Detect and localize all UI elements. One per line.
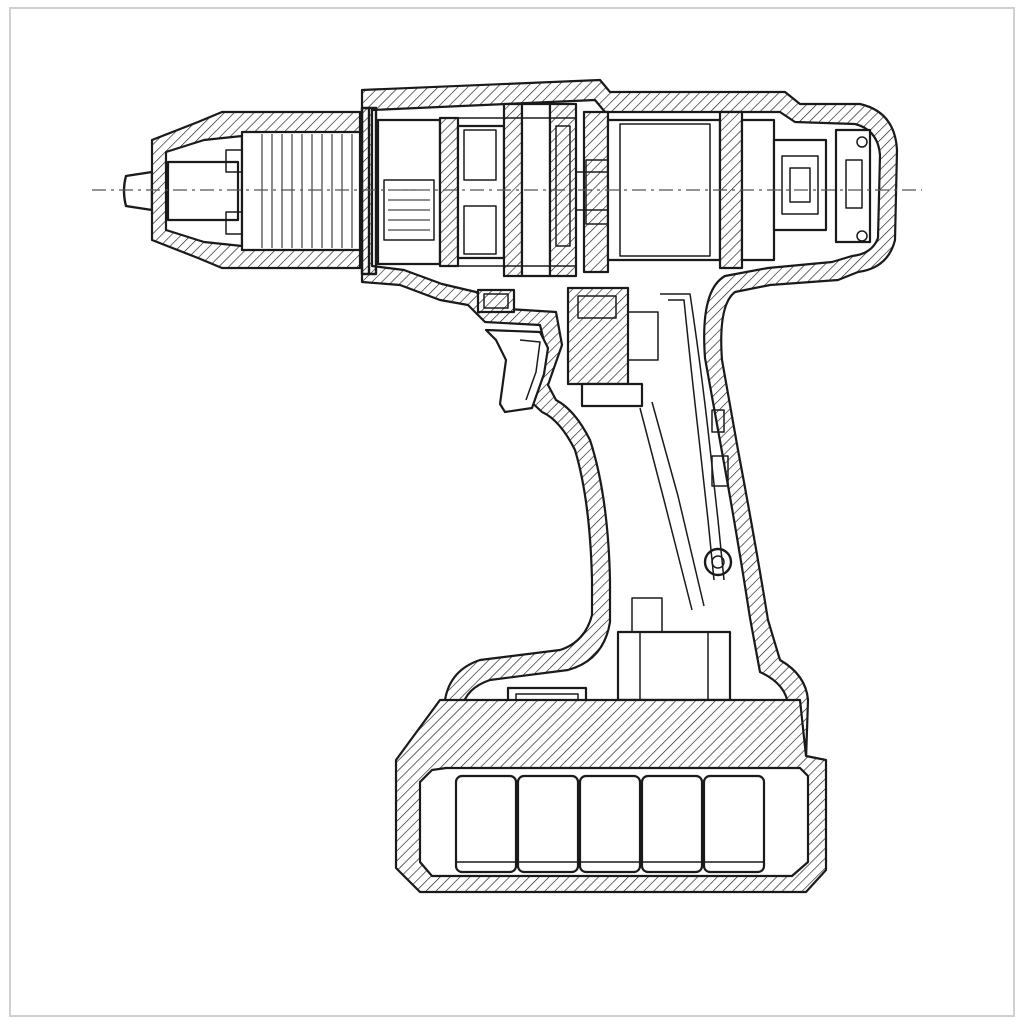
chuck — [122, 110, 362, 270]
battery-cell — [702, 774, 766, 874]
battery-cell — [640, 774, 704, 874]
battery-cell — [578, 774, 642, 874]
handle-wiring — [639, 293, 733, 611]
battery-cells — [454, 774, 766, 874]
motor — [576, 110, 744, 274]
trigger — [484, 328, 550, 414]
drawing-frame — [9, 7, 1015, 1017]
battery-cell — [516, 774, 580, 874]
switch-module — [476, 286, 659, 408]
clutch-ring — [360, 106, 378, 276]
battery-cell — [454, 774, 518, 874]
